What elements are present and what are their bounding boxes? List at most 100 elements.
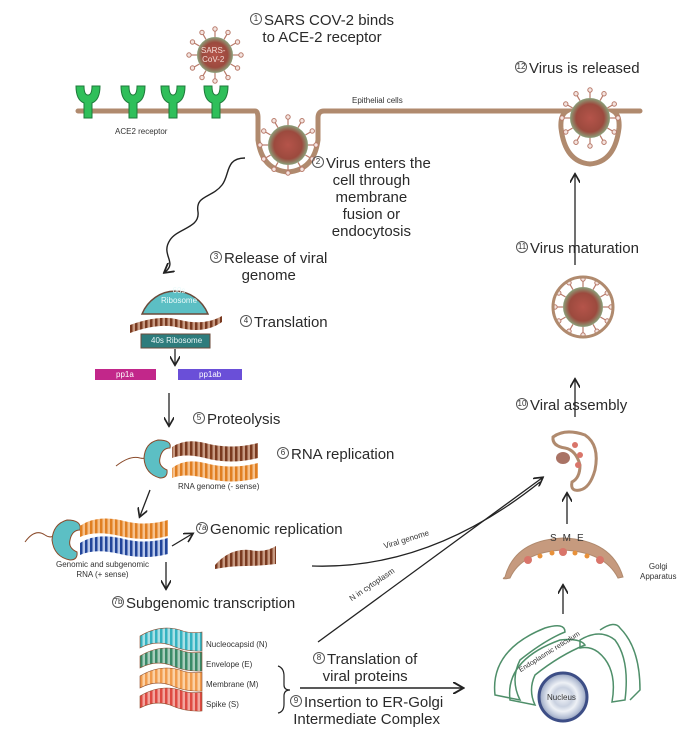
new-viral-genome (215, 546, 276, 569)
spike-protein (560, 293, 566, 298)
golgi-protein (596, 556, 604, 564)
spike-tip (563, 129, 569, 135)
ace2-receptor (160, 85, 186, 119)
replicase (143, 439, 171, 479)
step-number: 7b (112, 596, 124, 608)
spike-protein (274, 162, 279, 168)
step-number: 6 (277, 447, 289, 459)
step-number: 5 (193, 412, 205, 424)
virus-body (563, 287, 603, 327)
endoplasmic-reticulum (493, 623, 641, 707)
ace2-receptor (203, 85, 229, 119)
pp1a-bar (95, 369, 156, 380)
step-number: 9 (290, 695, 302, 707)
spike-protein (202, 33, 207, 40)
spike-protein (607, 127, 613, 132)
virus-entering (257, 114, 319, 176)
golgi-protein (584, 553, 590, 559)
spike-protein (599, 95, 604, 101)
spike-protein (274, 122, 279, 128)
assembly-vesicle (551, 430, 598, 492)
spike-protein (193, 63, 200, 68)
pp1ab-bar (178, 369, 242, 380)
spike-tip (313, 142, 319, 148)
spike-tip (285, 170, 291, 176)
replicase (51, 519, 81, 561)
viral-genome-arrow (311, 481, 541, 567)
step-number: 8 (313, 652, 325, 664)
spike-tip (238, 52, 244, 58)
step-number: 10 (516, 398, 528, 410)
golgi-apparatus (502, 537, 624, 580)
pp1ab-label: pp1ab (199, 370, 222, 379)
step-number: 7a (196, 522, 208, 534)
spike-protein (202, 70, 207, 77)
golgi-protein (549, 550, 555, 556)
spike-tip (234, 65, 241, 71)
virus-binding (186, 26, 244, 84)
ribosome-60s (140, 290, 210, 315)
ribosome (130, 290, 222, 349)
step-number: 12 (515, 61, 527, 73)
mrna-strand (130, 316, 222, 333)
ribosome-40s-label: 40s Ribosome (151, 336, 203, 345)
spike-tip (573, 139, 579, 145)
step-number: 4 (240, 315, 252, 327)
spike-protein (592, 324, 597, 330)
spike-tip (601, 139, 607, 145)
spike-tip (212, 78, 218, 84)
spike-tip (225, 29, 231, 36)
spike-tip (309, 128, 315, 134)
epithelial-cells-label: Epithelial cells (352, 96, 403, 105)
nucleus-label: Nucleus (547, 693, 576, 702)
spike-protein (576, 95, 581, 101)
spike-tip (563, 101, 569, 107)
virus-body (268, 125, 308, 165)
spike-protein (297, 122, 302, 128)
virus-released (559, 87, 621, 149)
spike-protein (265, 154, 271, 159)
cell-membrane (75, 108, 643, 175)
arrow (171, 534, 192, 547)
spike-protein (265, 131, 271, 136)
genomic-rna-complex (24, 518, 168, 561)
n-cytoplasm-arrow (317, 478, 542, 643)
spike-protein (560, 316, 566, 321)
spike-tip (189, 65, 196, 71)
spike-tip (611, 129, 617, 135)
golgi-protein (572, 550, 578, 556)
spike-tip (299, 166, 305, 172)
spike-protein (576, 135, 581, 141)
step-number: 11 (516, 241, 528, 253)
spike-protein (607, 104, 613, 109)
spike-tip (299, 118, 305, 124)
spike-tip (601, 91, 607, 97)
brace (277, 665, 291, 714)
spike-tip (573, 91, 579, 97)
golgi-protein (559, 548, 567, 556)
spike-tip (234, 39, 241, 45)
ace2-receptor (120, 85, 146, 119)
spike-tip (285, 114, 291, 120)
genome-release-path (165, 157, 246, 272)
step-number: 3 (210, 251, 222, 263)
nucleus (537, 671, 589, 723)
spike-tip (587, 87, 593, 93)
spike-tip (186, 52, 192, 58)
spike-tip (199, 29, 205, 36)
ace2-receptor-label: ACE2 receptor (115, 127, 168, 136)
spike-protein (600, 316, 606, 321)
golgi-protein (537, 553, 543, 559)
